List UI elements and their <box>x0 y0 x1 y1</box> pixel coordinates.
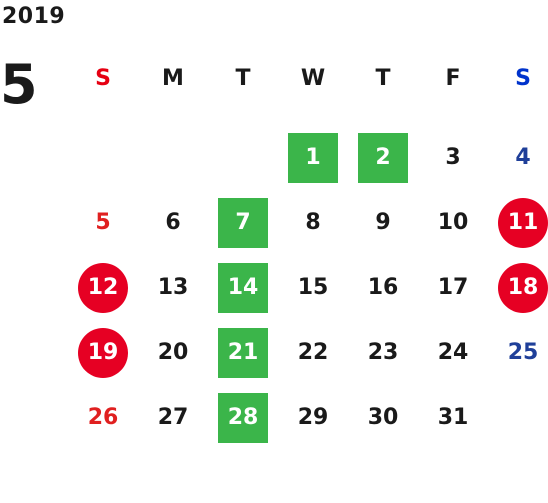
weekday-header-sunday: S <box>95 66 111 91</box>
day-number: 20 <box>157 340 189 365</box>
day-number: 6 <box>165 210 181 235</box>
day-number-red-marked: 11 <box>498 197 548 248</box>
day-cell: 14 <box>208 255 278 320</box>
year-label: 2019 <box>2 4 66 29</box>
day-cell: 2 <box>348 125 418 190</box>
day-number-green-marked: 1 <box>288 132 338 183</box>
day-cell <box>68 125 138 190</box>
day-cell <box>138 125 208 190</box>
day-number: 5 <box>95 210 111 235</box>
day-number-red-marked: 12 <box>78 262 128 313</box>
day-cell: 27 <box>138 385 208 450</box>
day-cell: 22 <box>278 320 348 385</box>
weekday-header-thursday: T <box>375 66 391 91</box>
day-number: 17 <box>437 275 469 300</box>
day-number: 9 <box>375 210 391 235</box>
day-number-red-marked: 18 <box>498 262 548 313</box>
day-number-green-marked: 28 <box>218 392 268 443</box>
day-number: 15 <box>297 275 329 300</box>
day-number: 25 <box>507 340 539 365</box>
day-number: 30 <box>367 405 399 430</box>
day-number-red-marked: 19 <box>78 327 128 378</box>
weekday-header-saturday: S <box>515 66 531 91</box>
day-number: 16 <box>367 275 399 300</box>
day-number: 4 <box>515 145 531 170</box>
day-cell: 5 <box>68 190 138 255</box>
day-number: 27 <box>157 405 189 430</box>
day-number: 29 <box>297 405 329 430</box>
weekday-header-tuesday: T <box>235 66 251 91</box>
day-number: 3 <box>445 145 461 170</box>
day-cell: 3 <box>418 125 488 190</box>
weekday-header-friday: F <box>445 66 461 91</box>
day-number: 22 <box>297 340 329 365</box>
day-cell: 28 <box>208 385 278 450</box>
day-cell: 30 <box>348 385 418 450</box>
day-cell: 31 <box>418 385 488 450</box>
day-number-green-marked: 2 <box>358 132 408 183</box>
day-cell: 21 <box>208 320 278 385</box>
day-number-green-marked: 7 <box>218 197 268 248</box>
day-cell <box>208 125 278 190</box>
day-cell: 1 <box>278 125 348 190</box>
day-number: 31 <box>437 405 469 430</box>
day-number: 24 <box>437 340 469 365</box>
day-number: 13 <box>157 275 189 300</box>
day-cell: 29 <box>278 385 348 450</box>
weekday-header-wednesday: W <box>300 66 326 91</box>
day-cell <box>488 385 548 450</box>
day-cell: 15 <box>278 255 348 320</box>
day-cell: 16 <box>348 255 418 320</box>
day-cell: 25 <box>488 320 548 385</box>
day-cell: 20 <box>138 320 208 385</box>
day-number: 10 <box>437 210 469 235</box>
day-number-green-marked: 21 <box>218 327 268 378</box>
day-cell: 4 <box>488 125 548 190</box>
day-cell: 18 <box>488 255 548 320</box>
day-cell: 23 <box>348 320 418 385</box>
weekday-header-monday: M <box>162 66 184 91</box>
day-cell: 8 <box>278 190 348 255</box>
day-cell: 9 <box>348 190 418 255</box>
day-cell: 7 <box>208 190 278 255</box>
day-cell: 26 <box>68 385 138 450</box>
day-cell: 13 <box>138 255 208 320</box>
day-number: 8 <box>305 210 321 235</box>
day-cell: 12 <box>68 255 138 320</box>
day-cell: 19 <box>68 320 138 385</box>
day-cell: 17 <box>418 255 488 320</box>
day-cell: 6 <box>138 190 208 255</box>
day-cell: 24 <box>418 320 488 385</box>
day-number-green-marked: 14 <box>218 262 268 313</box>
month-number: 5 <box>0 53 38 116</box>
day-cell: 11 <box>488 190 548 255</box>
day-number: 26 <box>87 405 119 430</box>
day-number: 23 <box>367 340 399 365</box>
day-cell: 10 <box>418 190 488 255</box>
